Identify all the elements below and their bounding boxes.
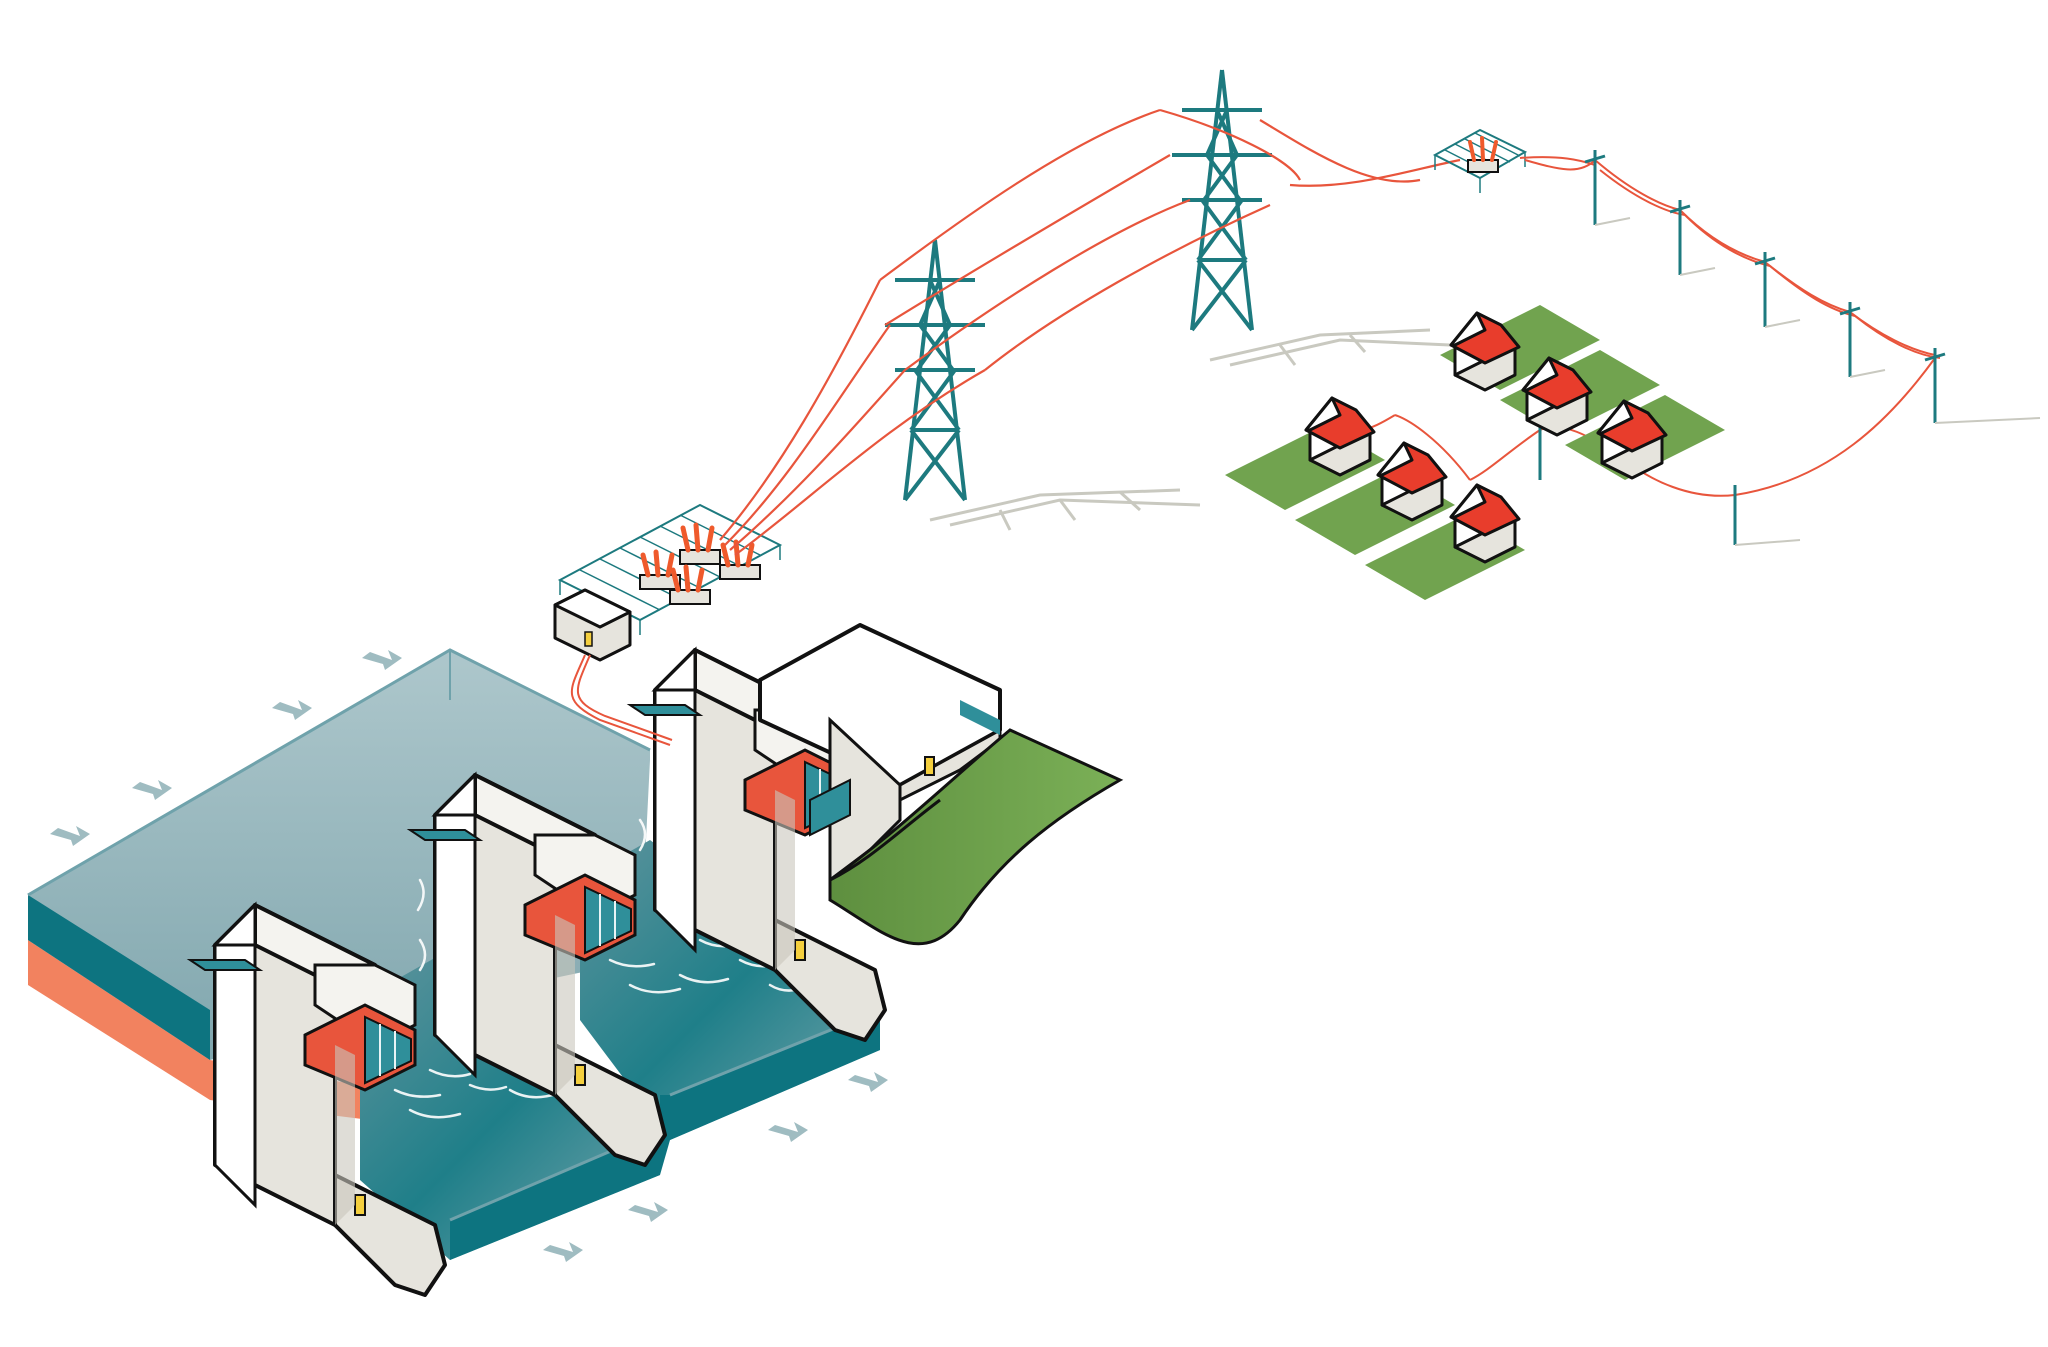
tower-shadows — [929, 328, 1451, 531]
outflow-arrow-4 — [543, 1242, 583, 1262]
utility-poles — [1538, 150, 1946, 545]
utility-pole-2 — [1669, 200, 1691, 275]
pole-shadows — [1594, 217, 2041, 546]
transmission-lines — [719, 108, 1461, 556]
transformer-group — [639, 522, 761, 605]
outflow-arrow-2 — [768, 1122, 808, 1142]
flow-arrows — [50, 650, 888, 1262]
powerhouse — [758, 623, 1002, 883]
house-6 — [1449, 483, 1521, 564]
inflow-arrow-1 — [362, 650, 402, 670]
inflow-arrow-2 — [272, 700, 312, 720]
inflow-arrow-4 — [50, 826, 90, 846]
reservoir-side — [28, 895, 210, 1060]
earth-bank — [28, 940, 210, 1100]
utility-pole-3 — [1754, 252, 1776, 327]
outflow-arrow-3 — [628, 1202, 668, 1222]
utility-pole-5 — [1924, 348, 1946, 423]
transmission-tower-1 — [883, 238, 987, 502]
substation-main — [553, 503, 783, 746]
substation-distribution — [1432, 128, 1596, 193]
green-hill — [828, 728, 1124, 946]
house-4 — [1304, 396, 1376, 477]
inflow-arrow-3 — [132, 780, 172, 800]
house-5 — [1376, 441, 1448, 522]
outflow-arrow-1 — [848, 1072, 888, 1092]
utility-pole-1 — [1584, 150, 1606, 225]
utility-pole-4 — [1839, 302, 1861, 377]
